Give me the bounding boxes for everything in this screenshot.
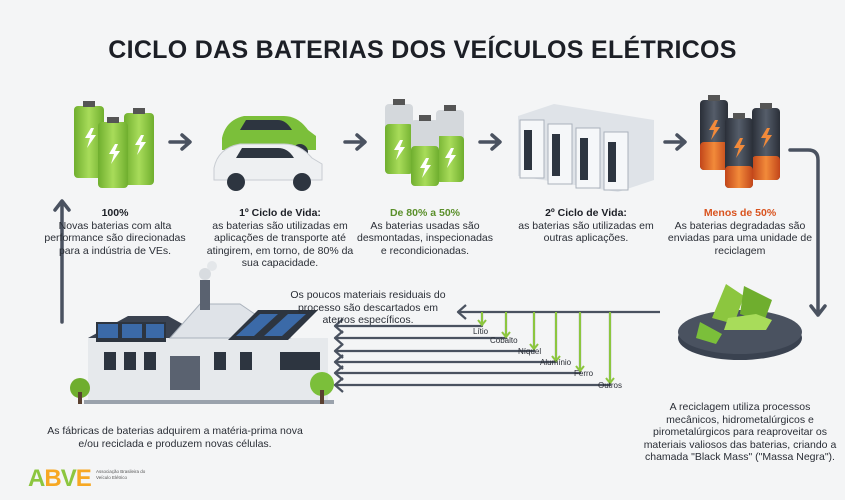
material-label: Níquel: [518, 347, 542, 356]
recycling-note: A reciclagem utiliza processos mecânicos…: [643, 401, 837, 463]
stage-5-text: As baterias degradadas são enviadas para…: [667, 219, 813, 257]
material-label: Lítio: [473, 327, 489, 336]
stage-5-head: Menos de 50%: [703, 207, 777, 219]
stage-2-head: 1º Ciclo de Vida:: [239, 207, 321, 219]
page-title: CICLO DAS BATERIAS DOS VEÍCULOS ELÉTRICO…: [108, 36, 737, 64]
material-label: Outros: [598, 381, 623, 390]
residual-note: Os poucos materiais residuais do process…: [290, 289, 446, 326]
stage-4-text: as baterias são utilizadas em outras apl…: [518, 219, 654, 245]
stage-2-text: as baterias são utilizadas em aplicações…: [206, 219, 354, 270]
stage-3-text: As baterias usadas são desmontadas, insp…: [356, 219, 493, 257]
flow-arrows: [53, 133, 827, 324]
electric-cars-icon: [213, 116, 323, 191]
used-batteries-icon: [385, 99, 464, 186]
battery-factory-icon: [70, 261, 334, 404]
degraded-batteries-icon: [700, 95, 780, 188]
material-label: Ferro: [574, 369, 594, 378]
recycling-icon: [678, 284, 802, 360]
stage-new-batteries: 100% Novas baterias com alta performance…: [40, 207, 190, 257]
material-label: Cobalto: [490, 336, 518, 345]
stage-1-text: Novas baterias com alta performance são …: [44, 219, 186, 257]
logo-subtitle: Associação Brasileira do Veículo Elétric…: [96, 469, 146, 480]
factory-note: As fábricas de baterias adquirem a matér…: [47, 425, 303, 450]
new-batteries-icon: [74, 101, 154, 188]
stage-second-life: 2º Ciclo de Vida: as baterias são utiliz…: [516, 207, 656, 245]
stage-3-head: De 80% a 50%: [389, 207, 461, 219]
energy-storage-racks-icon: [518, 104, 654, 192]
abve-logo: ABVE: [28, 465, 92, 492]
stage-reconditioning: De 80% a 50% As baterias usadas são desm…: [355, 207, 495, 257]
stage-1-head: 100%: [101, 207, 129, 219]
stage-first-life: 1º Ciclo de Vida: as baterias são utiliz…: [200, 207, 360, 270]
stage-4-head: 2º Ciclo de Vida:: [545, 207, 627, 219]
stage-degraded: Menos de 50% As baterias degradadas são …: [665, 207, 815, 257]
material-label: Alumínio: [540, 358, 572, 367]
material-branch-arrows: [477, 312, 615, 385]
